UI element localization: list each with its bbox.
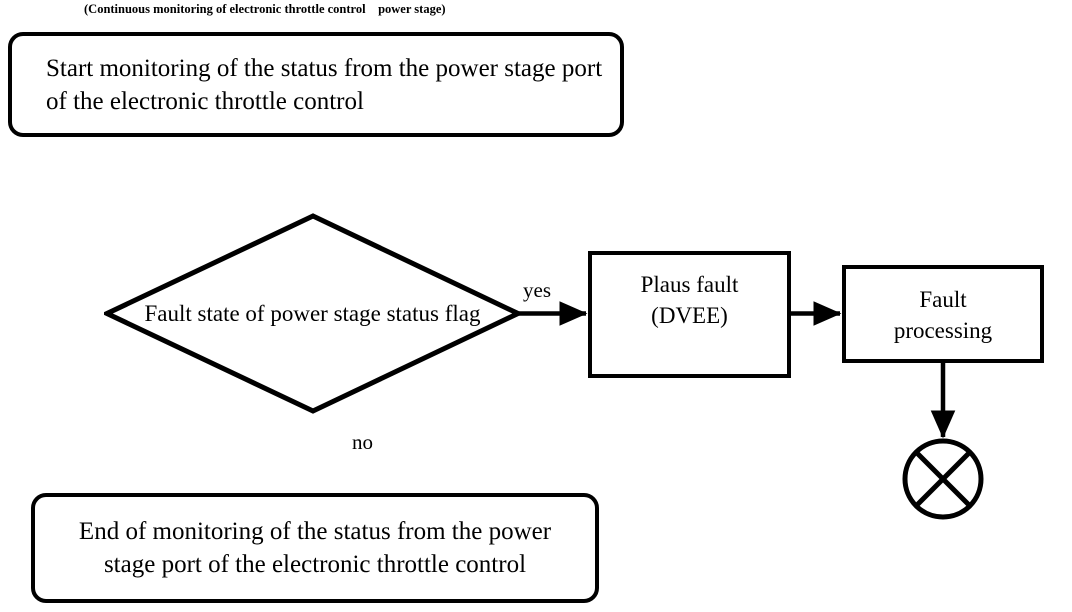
end-node[interactable]: End of monitoring of the status from the…: [31, 493, 599, 603]
start-node-label: Start monitoring of the status from the …: [46, 54, 603, 115]
fault-processing-node[interactable]: Fault processing: [842, 265, 1044, 363]
fault-processing-line2: processing: [893, 318, 993, 343]
edge-label-no: no: [352, 430, 373, 454]
plaus-fault-line2: (DVEE): [651, 303, 728, 328]
fault-processing-line1: Fault: [919, 287, 967, 312]
edge-label-yes: yes: [523, 278, 551, 302]
decision-node[interactable]: Fault state of power stage status flag: [104, 213, 521, 414]
decision-diamond-shape[interactable]: [104, 213, 521, 414]
plaus-fault-line1: Plaus fault: [640, 272, 739, 297]
diagram-caption: (Continuous monitoring of electronic thr…: [84, 2, 446, 16]
terminator-circle-cross-icon: [902, 438, 984, 520]
start-node[interactable]: Start monitoring of the status from the …: [8, 32, 624, 137]
end-node-label: End of monitoring of the status from the…: [78, 518, 552, 578]
plaus-fault-node[interactable]: Plaus fault (DVEE): [588, 251, 791, 378]
